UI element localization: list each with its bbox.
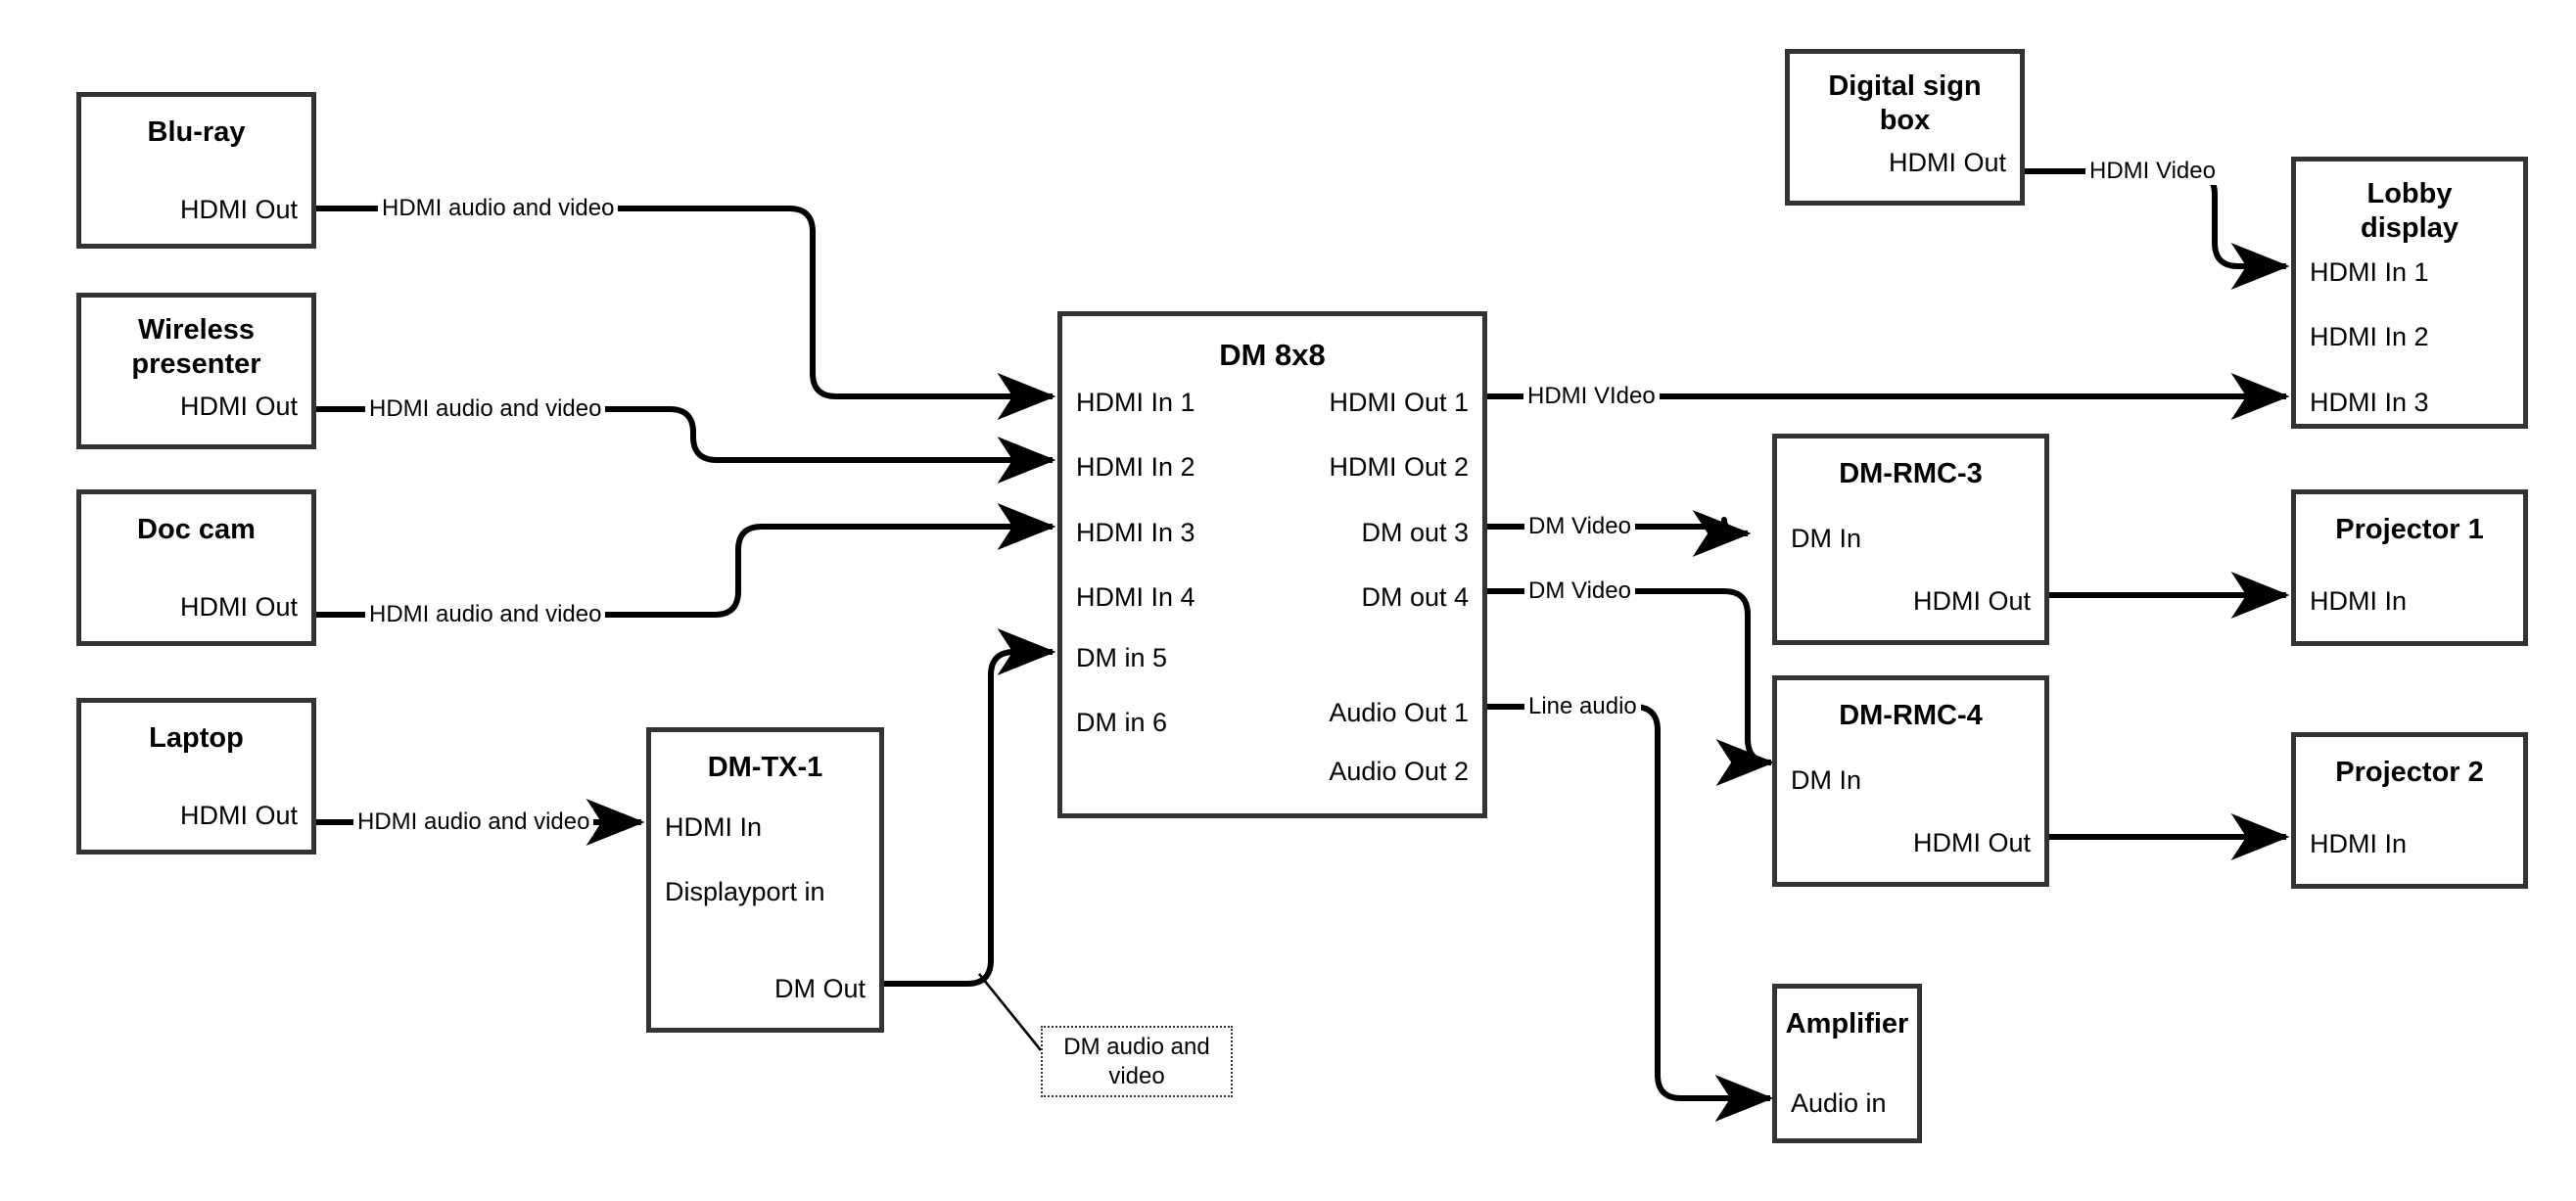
node-doc-cam-title: Doc cam [137, 514, 256, 545]
edge-label-wireless: HDMI audio and video [365, 395, 606, 423]
node-dm-tx-1-title: DM-TX-1 [707, 752, 823, 783]
node-projector-1-port-hdmi-in: HDMI In [2310, 586, 2408, 616]
edge-label-dm-lobby: HDMI VIdeo [1523, 383, 1660, 410]
node-projector-1-title: Projector 1 [2335, 514, 2484, 545]
node-dm-8x8-input-hdmi-in-2: HDMI In 2 [1076, 452, 1195, 482]
node-dm-8x8-output-audio-out-2: Audio Out 2 [1329, 757, 1469, 786]
node-dm-rmc-3-title: DM-RMC-3 [1839, 458, 1983, 489]
edge-label-bluray: HDMI audio and video [378, 195, 619, 222]
node-doc-cam[interactable]: Doc cam HDMI Out [76, 489, 316, 646]
node-amplifier[interactable]: Amplifier Audio in [1772, 984, 1922, 1143]
edge-dm8x8-to-amplifier [1487, 704, 1774, 1122]
edge-label-signbox: HDMI Video [2085, 158, 2220, 185]
node-laptop[interactable]: Laptop HDMI Out [76, 698, 316, 855]
node-dm-rmc-3-port-hdmi-out: HDMI Out [1912, 586, 2031, 616]
edge-signbox-to-lobby [2025, 168, 2290, 290]
node-laptop-title: Laptop [149, 722, 244, 754]
node-dm-tx-1-port-hdmi-in: HDMI In [665, 812, 763, 842]
node-lobby-display-port-hdmi-in-1: HDMI In 1 [2310, 257, 2429, 287]
node-dm-8x8-output-audio-out-1: Audio Out 1 [1329, 698, 1469, 727]
edge-doccam-to-dm8x8 [316, 503, 1056, 618]
node-amplifier-title: Amplifier [1785, 1008, 1909, 1039]
node-projector-2-port-hdmi-in: HDMI In [2310, 829, 2408, 858]
node-dm-8x8-input-dm-in-5: DM in 5 [1076, 643, 1168, 672]
node-dm-8x8-input-hdmi-in-1: HDMI In 1 [1076, 388, 1195, 417]
edge-dm8x8-to-rmc3 [1487, 509, 1752, 557]
node-dm-8x8-title: DM 8x8 [1219, 338, 1326, 372]
callout-text: DM audio and video [1063, 1033, 1210, 1089]
node-dm-tx-1[interactable]: DM-TX-1 HDMI In Displayport in DM Out [646, 727, 884, 1033]
node-dm-rmc-4-title: DM-RMC-4 [1839, 700, 1983, 731]
node-bluray-port-hdmi-out: HDMI Out [179, 195, 298, 224]
node-projector-2-title: Projector 2 [2335, 757, 2484, 788]
node-dm-8x8-input-hdmi-in-3: HDMI In 3 [1076, 518, 1195, 547]
node-dm-rmc-4-port-hdmi-out: HDMI Out [1912, 828, 2031, 857]
node-laptop-port-hdmi-out: HDMI Out [179, 801, 298, 830]
node-dm-rmc-3-port-dm-in: DM In [1791, 524, 1862, 553]
edge-wireless-to-dm8x8 [316, 406, 1056, 484]
node-wireless-presenter-title: Wireless presenter [131, 314, 261, 381]
node-dm-rmc-3[interactable]: DM-RMC-3 DM In HDMI Out [1772, 434, 2049, 645]
node-wireless-presenter[interactable]: Wireless presenter HDMI Out [76, 293, 316, 449]
node-dm-tx-1-port-displayport-in: Displayport in [665, 877, 825, 906]
node-dm-8x8-output-hdmi-out-2: HDMI Out 2 [1329, 452, 1469, 482]
node-dm-8x8-input-hdmi-in-4: HDMI In 4 [1076, 582, 1195, 612]
callout-leader-line [977, 973, 1043, 1051]
edge-label-doccam: HDMI audio and video [365, 601, 606, 628]
node-lobby-display[interactable]: Lobby display HDMI In 1 HDMI In 2 HDMI I… [2291, 157, 2528, 429]
node-dm-8x8-output-dm-out-4: DM out 4 [1361, 582, 1469, 612]
edge-label-dm-rmc3: DM Video [1524, 513, 1635, 540]
node-digital-sign-box-port-hdmi-out: HDMI Out [1888, 148, 2006, 177]
node-wireless-presenter-port-hdmi-out: HDMI Out [179, 392, 298, 421]
node-projector-1[interactable]: Projector 1 HDMI In [2291, 489, 2528, 646]
edge-label-dm-amp: Line audio [1524, 693, 1641, 720]
node-lobby-display-port-hdmi-in-2: HDMI In 2 [2310, 322, 2429, 351]
edge-label-laptop: HDMI audio and video [353, 808, 594, 836]
node-lobby-display-port-hdmi-in-3: HDMI In 3 [2310, 388, 2429, 417]
callout-dm-audio-and-video: DM audio and video [1041, 1026, 1233, 1097]
node-projector-2[interactable]: Projector 2 HDMI In [2291, 732, 2528, 889]
edge-label-dm-rmc4: DM Video [1524, 577, 1635, 605]
edge-dm8x8-to-rmc4 [1487, 588, 1775, 786]
node-dm-8x8-output-dm-out-3: DM out 3 [1361, 518, 1469, 547]
node-bluray-title: Blu-ray [147, 116, 246, 148]
node-doc-cam-port-hdmi-out: HDMI Out [179, 592, 298, 622]
node-dm-rmc-4-port-dm-in: DM In [1791, 765, 1862, 795]
node-amplifier-port-audio-in: Audio in [1791, 1088, 1887, 1118]
node-lobby-display-title: Lobby display [2361, 178, 2459, 245]
node-dm-8x8[interactable]: DM 8x8 HDMI In 1 HDMI In 2 HDMI In 3 HDM… [1057, 311, 1487, 818]
node-dm-rmc-4[interactable]: DM-RMC-4 DM In HDMI Out [1772, 675, 2049, 887]
edge-dmtx1-to-dm8x8 [884, 628, 1056, 987]
node-digital-sign-box[interactable]: Digital sign box HDMI Out [1785, 49, 2025, 206]
node-digital-sign-box-title: Digital sign box [1828, 70, 1982, 137]
node-dm-tx-1-port-dm-out: DM Out [773, 974, 866, 1003]
node-dm-8x8-input-dm-in-6: DM in 6 [1076, 708, 1168, 737]
node-dm-8x8-output-hdmi-out-1: HDMI Out 1 [1329, 388, 1469, 417]
edge-bluray-to-dm8x8 [316, 206, 1056, 420]
node-bluray[interactable]: Blu-ray HDMI Out [76, 92, 316, 249]
